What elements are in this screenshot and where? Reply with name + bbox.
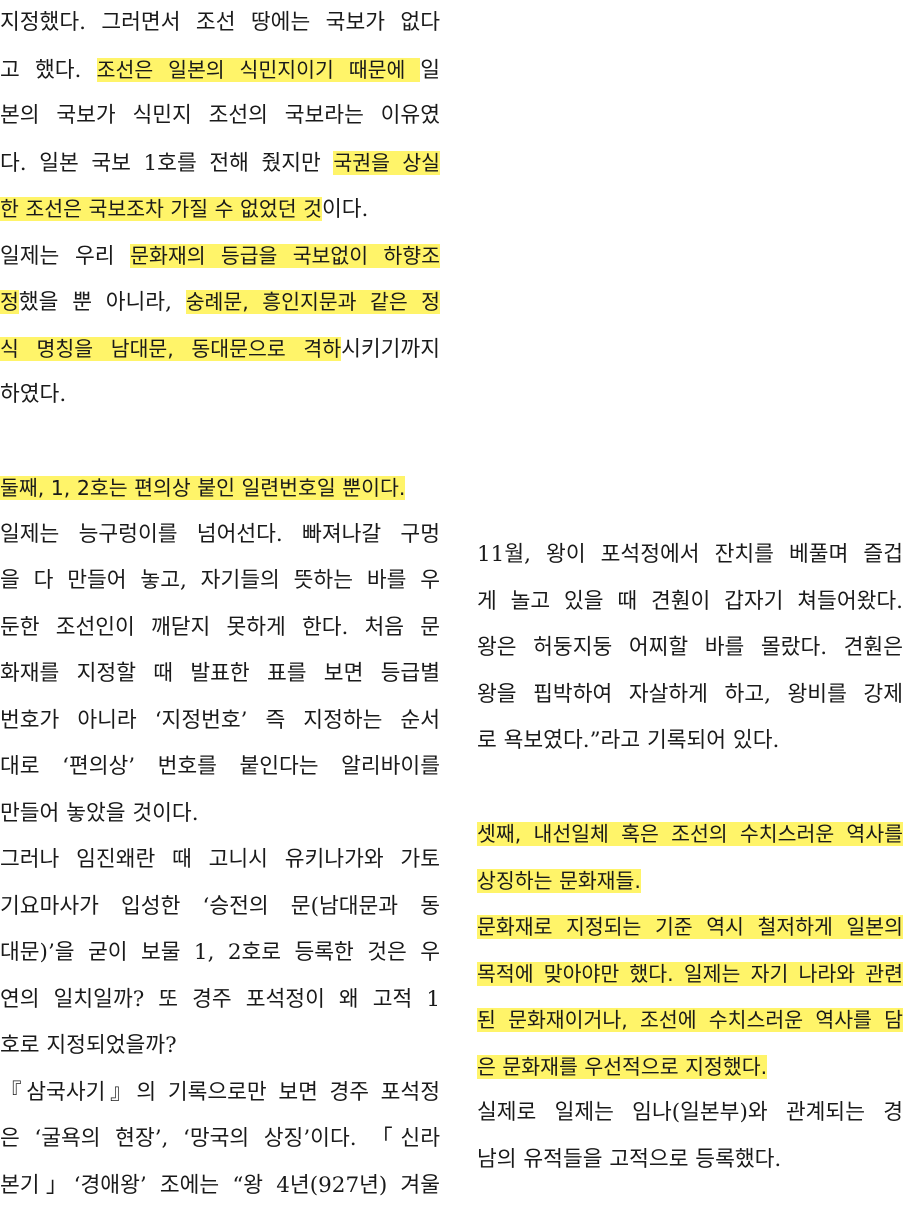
body-text: 다. 일본 국보 1호를 전해 줬지만 xyxy=(0,151,333,176)
highlighted-text: 셋째, 내선일체 혹은 조선의 수치스러운 역사를 xyxy=(477,822,903,846)
body-text: 왕을 핍박하여 자살하게 하고, 왕비를 강제 xyxy=(477,682,903,707)
text-line: 화재를 지정할 때 발표한 표를 보면 등급별 xyxy=(0,651,440,698)
body-text: 남의 유적들을 고적으로 등록했다. xyxy=(477,1147,781,1172)
highlighted-text: 된 문화재이거나, 조선에 수치스러운 역사를 담 xyxy=(477,1008,903,1032)
highlighted-text: 문화재의 등급을 국보없이 하향조 xyxy=(130,244,440,268)
text-line: 본기」‘경애왕’ 조에는 “왕 4년(927년) 겨울 xyxy=(0,1163,440,1209)
body-text: 고 했다. xyxy=(0,58,97,83)
highlighted-text: 조선은 일본의 식민지이기 때문에 xyxy=(97,58,421,82)
text-line: 상징하는 문화재들. xyxy=(477,858,903,905)
body-text: 둔한 조선인이 깨닫지 못하게 한다. 처음 문 xyxy=(0,615,440,640)
text-line: 게 놀고 있을 때 견훤이 갑자기 쳐들어왔다. xyxy=(477,579,903,626)
highlighted-text: 숭례문, 흥인지문과 같은 정 xyxy=(186,290,440,314)
body-text: 하였다. xyxy=(0,382,66,407)
body-text: 그러나 임진왜란 때 고니시 유키나가와 가토 xyxy=(0,847,440,872)
highlighted-text: 문화재로 지정되는 기준 역시 철저하게 일본의 xyxy=(477,915,903,939)
body-text: 만들어 놓았을 것이다. xyxy=(0,801,199,826)
body-text: 왕은 허둥지둥 어찌할 바를 몰랐다. 견훤은 xyxy=(477,635,903,660)
text-line: 호로 지정되었을까? xyxy=(0,1023,440,1070)
text-line: 목적에 맞아야만 했다. 일제는 자기 나라와 관련 xyxy=(477,951,903,998)
highlighted-text: 한 조선은 국보조차 가질 수 없었던 것 xyxy=(0,197,322,221)
text-line: 지정했다. 그러면서 조선 땅에는 국보가 없다 xyxy=(0,0,440,47)
text-line: 둘째, 1, 2호는 편의상 붙인 일련번호일 뿐이다. xyxy=(0,465,440,512)
text-line: 하였다. xyxy=(0,372,440,419)
highlighted-text: 둘째, 1, 2호는 편의상 붙인 일련번호일 뿐이다. xyxy=(0,476,405,500)
text-line: 번호가 아니라 ‘지정번호’ 즉 지정하는 순서 xyxy=(0,698,440,745)
body-text: 일 xyxy=(420,58,440,83)
highlighted-text: 국권을 상실 xyxy=(333,151,440,175)
text-line: 고 했다. 조선은 일본의 식민지이기 때문에 일 xyxy=(0,47,440,94)
highlighted-text: 식 명칭을 남대문, 동대문으로 격하 xyxy=(0,337,341,361)
text-line: 왕을 핍박하여 자살하게 하고, 왕비를 강제 xyxy=(477,672,903,719)
body-text: 『삼국사기』의 기록으로만 보면 경주 포석정 xyxy=(0,1080,440,1105)
text-line: 일제는 능구렁이를 넘어선다. 빠져나갈 구멍 xyxy=(0,512,440,559)
body-text: 시키기까지 xyxy=(341,337,440,362)
text-line: 11월, 왕이 포석정에서 잔치를 베풀며 즐겁 xyxy=(477,532,903,579)
body-text: 화재를 지정할 때 발표한 표를 보면 등급별 xyxy=(0,661,440,686)
highlighted-text: 목적에 맞아야만 했다. 일제는 자기 나라와 관련 xyxy=(477,962,903,986)
text-line: 은 ‘굴욕의 현장’, ‘망국의 상징’이다. 「신라 xyxy=(0,1116,440,1163)
body-text: 기요마사가 입성한 ‘승전의 문(남대문과 동 xyxy=(0,894,440,919)
text-line: 다. 일본 국보 1호를 전해 줬지만 국권을 상실 xyxy=(0,140,440,187)
body-text: 일제는 우리 xyxy=(0,244,130,269)
body-text: 을 다 만들어 놓고, 자기들의 뜻하는 바를 우 xyxy=(0,568,440,593)
paragraph-gap xyxy=(477,765,903,812)
text-line: 본의 국보가 식민지 조선의 국보라는 이유였 xyxy=(0,93,440,140)
body-text: 했을 뿐 아니라, xyxy=(19,290,186,315)
body-text: 일제는 능구렁이를 넘어선다. 빠져나갈 구멍 xyxy=(0,522,440,547)
body-text: 실제로 일제는 임나(일본부)와 관계되는 경 xyxy=(477,1100,903,1125)
text-line: 을 다 만들어 놓고, 자기들의 뜻하는 바를 우 xyxy=(0,558,440,605)
body-text: 지정했다. 그러면서 조선 땅에는 국보가 없다 xyxy=(0,10,440,35)
text-line: 대로 ‘편의상’ 번호를 붙인다는 알리바이를 xyxy=(0,744,440,791)
text-line: 식 명칭을 남대문, 동대문으로 격하시키기까지 xyxy=(0,326,440,373)
body-text: 본기」‘경애왕’ 조에는 “왕 4년(927년) 겨울 xyxy=(0,1173,440,1198)
highlighted-text: 은 문화재를 우선적으로 지정했다. xyxy=(477,1055,767,1079)
text-line: 남의 유적들을 고적으로 등록했다. xyxy=(477,1137,903,1184)
body-text: 이다. xyxy=(322,197,368,222)
text-line: 왕은 허둥지둥 어찌할 바를 몰랐다. 견훤은 xyxy=(477,625,903,672)
paragraph-gap xyxy=(0,419,440,466)
body-text: 본의 국보가 식민지 조선의 국보라는 이유였 xyxy=(0,103,440,128)
body-text: 게 놀고 있을 때 견훤이 갑자기 쳐들어왔다. xyxy=(477,589,903,614)
body-text: 대로 ‘편의상’ 번호를 붙인다는 알리바이를 xyxy=(0,754,440,779)
text-line: 일제는 우리 문화재의 등급을 국보없이 하향조 xyxy=(0,233,440,280)
text-line: 연의 일치일까? 또 경주 포석정이 왜 고적 1 xyxy=(0,977,440,1024)
text-line: 대문)’을 굳이 보물 1, 2호로 등록한 것은 우 xyxy=(0,930,440,977)
text-line: 은 문화재를 우선적으로 지정했다. xyxy=(477,1044,903,1091)
text-line: 둔한 조선인이 깨닫지 못하게 한다. 처음 문 xyxy=(0,605,440,652)
body-text: 은 ‘굴욕의 현장’, ‘망국의 상징’이다. 「신라 xyxy=(0,1126,440,1151)
text-line: 된 문화재이거나, 조선에 수치스러운 역사를 담 xyxy=(477,997,903,1044)
text-line: 기요마사가 입성한 ‘승전의 문(남대문과 동 xyxy=(0,884,440,931)
body-text: 대문)’을 굳이 보물 1, 2호로 등록한 것은 우 xyxy=(0,940,440,965)
text-line: 만들어 놓았을 것이다. xyxy=(0,791,440,838)
highlighted-text: 상징하는 문화재들. xyxy=(477,869,641,893)
text-line: 로 욕보였다.”라고 기록되어 있다. xyxy=(477,718,903,765)
body-text: 호로 지정되었을까? xyxy=(0,1033,177,1058)
highlighted-text: 정 xyxy=(0,290,19,314)
body-text: 번호가 아니라 ‘지정번호’ 즉 지정하는 순서 xyxy=(0,708,440,733)
text-line: 『삼국사기』의 기록으로만 보면 경주 포석정 xyxy=(0,1070,440,1117)
text-line: 실제로 일제는 임나(일본부)와 관계되는 경 xyxy=(477,1090,903,1137)
body-text: 로 욕보였다.”라고 기록되어 있다. xyxy=(477,728,779,753)
text-line: 한 조선은 국보조차 가질 수 없었던 것이다. xyxy=(0,186,440,233)
text-line: 정했을 뿐 아니라, 숭례문, 흥인지문과 같은 정 xyxy=(0,279,440,326)
body-text: 연의 일치일까? 또 경주 포석정이 왜 고적 1 xyxy=(0,987,440,1012)
text-line: 셋째, 내선일체 혹은 조선의 수치스러운 역사를 xyxy=(477,811,903,858)
text-line: 그러나 임진왜란 때 고니시 유키나가와 가토 xyxy=(0,837,440,884)
text-line: 문화재로 지정되는 기준 역시 철저하게 일본의 xyxy=(477,904,903,951)
body-text: 11월, 왕이 포석정에서 잔치를 베풀며 즐겁 xyxy=(477,542,903,567)
